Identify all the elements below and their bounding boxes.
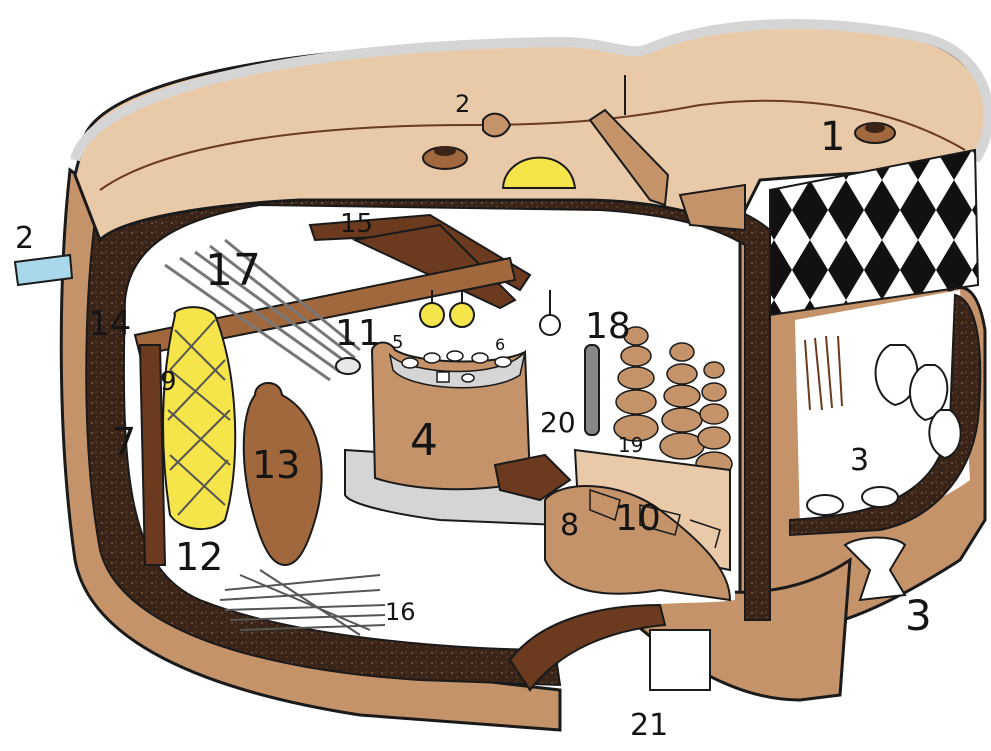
granary-basket (162, 306, 237, 531)
shelf-items (589, 488, 721, 549)
roof-pot-left-hole (434, 146, 456, 156)
right-room-jars (806, 344, 962, 516)
hearth-pot (493, 453, 572, 502)
label-11: 11 (335, 313, 381, 354)
hanging-gourd-2 (449, 302, 475, 328)
label-2-roof: 2 (455, 90, 470, 118)
label-8: 8 (560, 508, 579, 543)
pot-stacks (613, 326, 733, 477)
bench-top (388, 349, 527, 389)
label-4: 4 (410, 415, 438, 466)
hanging-strainer (539, 314, 561, 336)
label-20: 20 (540, 406, 576, 439)
label-16: 16 (385, 598, 416, 626)
large-jar (242, 382, 323, 567)
hanging-gourd-1 (419, 302, 445, 328)
right-room-wall (789, 293, 982, 537)
label-14: 14 (88, 304, 131, 344)
label-12: 12 (175, 535, 223, 579)
label-19: 19 (618, 433, 643, 457)
basket-netting (167, 319, 231, 516)
roof-cup (482, 112, 512, 138)
loom-roll (335, 357, 361, 375)
decorated-band (769, 148, 980, 317)
label-18: 18 (585, 306, 631, 347)
label-3-outside: 3 (905, 591, 932, 640)
label-10: 10 (615, 498, 661, 539)
hearth (544, 485, 732, 602)
roof-step (678, 183, 746, 232)
roof-log (588, 108, 670, 207)
right-room-sticks (804, 335, 843, 411)
roof-yellow-dome (501, 156, 577, 189)
label-3-room: 3 (850, 443, 869, 478)
label-2-wall: 2 (15, 221, 34, 256)
label-21: 21 (630, 708, 668, 743)
hearth-channel (508, 603, 667, 692)
pestle (584, 344, 600, 436)
label-6: 6 (495, 335, 505, 354)
label-1: 1 (820, 114, 845, 160)
loom (164, 238, 361, 382)
support-post (138, 344, 167, 566)
outside-stool (843, 536, 907, 602)
label-7: 7 (112, 420, 136, 464)
label-17: 17 (205, 245, 261, 296)
label-5: 5 (392, 332, 403, 353)
label-9: 9 (160, 367, 177, 397)
label-13: 13 (252, 443, 300, 487)
roof-rim (70, 19, 991, 163)
crossbeam (133, 256, 517, 357)
label-15: 15 (340, 209, 373, 239)
grinding-stones (401, 350, 512, 383)
roof-inner-line (99, 99, 966, 191)
entrance-block (649, 629, 711, 691)
water-spout (13, 253, 74, 287)
firewood (219, 569, 386, 636)
roof-pot-right-hole (865, 123, 885, 133)
